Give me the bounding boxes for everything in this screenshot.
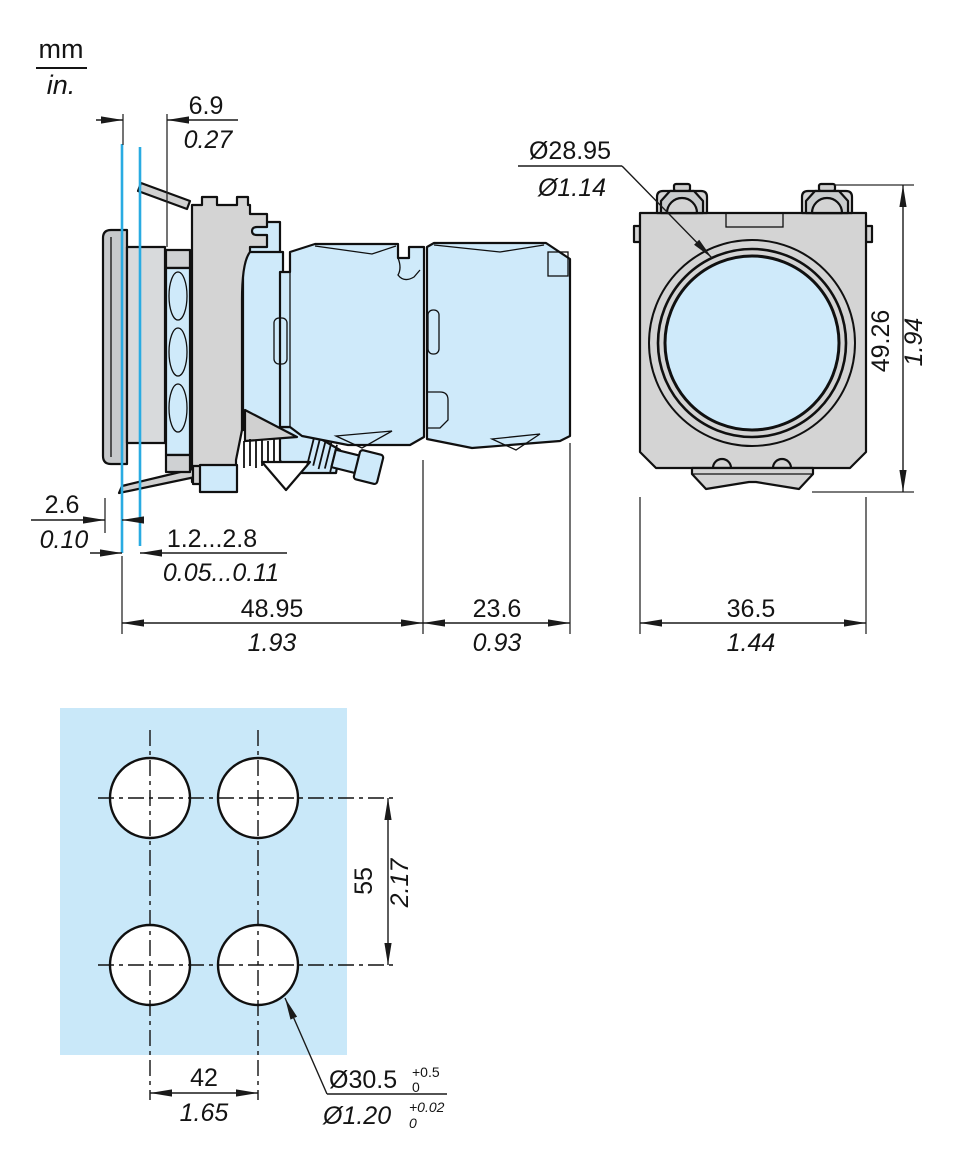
- dim-width-mm: 36.5: [727, 595, 776, 623]
- dim-protrusion: 6.9 0.27: [96, 92, 238, 247]
- block-bottom-notch: [333, 430, 393, 449]
- bottom-bump: [771, 457, 793, 470]
- latch-bottom: [164, 453, 192, 474]
- bottom-clip: [690, 466, 815, 491]
- block2-step: [427, 391, 449, 429]
- spring-coil: [168, 271, 188, 321]
- screw-spring: [306, 438, 338, 473]
- bezel-outer-ring: [648, 239, 856, 447]
- dim-clearance-mm: 2.6: [45, 491, 80, 519]
- dim-height-mm: 49.26: [867, 310, 895, 373]
- dim-protrusion-mm: 6.9: [189, 92, 224, 120]
- dimension-annotations: mm in. 6.9 0.27 Ø28.95 Ø1.14 49.26 1.94: [31, 34, 928, 1131]
- dim-panel-thickness: 1.2...2.8 0.05...0.11: [90, 525, 287, 587]
- retaining-clip-top-arm: [136, 181, 192, 211]
- block-top-seam: [314, 245, 397, 255]
- dim-protrusion-inch: 0.27: [184, 126, 234, 154]
- dim-hole-inch-tol-upper: +0.02: [409, 1099, 445, 1115]
- dim-pitch-horizontal: 42 1.65: [150, 1064, 258, 1127]
- dim-pitch-vertical-mm: 55: [350, 867, 378, 895]
- dim-depth-main: 48.95 1.93: [121, 460, 424, 657]
- dim-height-inch: 1.94: [900, 318, 928, 367]
- mounting-plate: [190, 195, 269, 484]
- dim-bezel-diameter-inch: Ø1.14: [537, 174, 606, 202]
- block2-corner-notch: [547, 251, 569, 277]
- units-inch-label: in.: [47, 70, 76, 100]
- dim-hole-diameter: Ø30.5 +0.5 0 Ø1.20 +0.02 0: [284, 997, 447, 1131]
- dim-width-inch: 1.44: [727, 629, 776, 657]
- actuator-yoke: [241, 250, 285, 432]
- contact-block-rear: [425, 241, 572, 450]
- leader-line: [284, 997, 328, 1095]
- interlock-hook: [397, 257, 421, 281]
- dim-pitch-horizontal-inch: 1.65: [180, 1099, 229, 1127]
- contact-block-front: [278, 242, 426, 447]
- bezel-flange: [101, 228, 129, 466]
- dim-depth-rear-inch: 0.93: [473, 629, 522, 657]
- dim-hole-mm-tol-lower: 0: [412, 1079, 420, 1095]
- dim-depth-main-inch: 1.93: [248, 629, 297, 657]
- side-view-drawing: [101, 144, 572, 553]
- button-face: [663, 254, 841, 432]
- leader-line: [621, 165, 713, 259]
- clamp-wedge: [243, 408, 299, 443]
- bottom-bump: [711, 457, 733, 470]
- dim-width: 36.5 1.44: [639, 497, 867, 657]
- panel-cutout-drawing: [60, 708, 395, 1100]
- dim-bezel-diameter-mm: Ø28.95: [529, 137, 611, 165]
- panel-lines: [120, 144, 142, 553]
- fixing-clip: [655, 182, 709, 215]
- top-plateau: [725, 212, 784, 228]
- block2-top-seam: [433, 244, 545, 253]
- units-legend: mm in.: [36, 34, 87, 100]
- latch-top: [164, 248, 192, 270]
- dim-pitch-horizontal-mm: 42: [190, 1064, 218, 1092]
- front-view-drawing: [632, 182, 874, 491]
- block-side-pill: [273, 317, 288, 365]
- screw-dome: [665, 196, 699, 215]
- dim-depth-rear-mm: 23.6: [473, 595, 522, 623]
- spring-coil: [168, 327, 188, 377]
- dim-height: 49.26 1.94: [812, 184, 928, 493]
- dim-panel-thickness-mm: 1.2...2.8: [167, 525, 257, 553]
- dim-depth-main-mm: 48.95: [241, 595, 304, 623]
- units-mm-label: mm: [39, 34, 84, 64]
- dim-hole-mm-tol-upper: +0.5: [412, 1064, 440, 1080]
- plate-lower-tab: [198, 463, 239, 494]
- dim-pitch-vertical-inch: 2.17: [386, 858, 414, 909]
- bezel-collar: [125, 245, 167, 445]
- dim-hole-inch: Ø1.20: [322, 1102, 391, 1130]
- dim-depth-rear: 23.6 0.93: [423, 443, 571, 657]
- dim-hole-mm: Ø30.5: [329, 1066, 397, 1094]
- dim-hole-inch-tol-lower: 0: [409, 1115, 417, 1131]
- dim-bezel-diameter: Ø28.95 Ø1.14: [518, 137, 713, 259]
- clamp-spring-coils: [243, 439, 275, 468]
- fixing-clip-right: [800, 182, 854, 215]
- dim-pitch-vertical: 55 2.17: [350, 798, 414, 965]
- bezel-inner-ring: [656, 247, 848, 439]
- spring-coil: [168, 383, 188, 433]
- dim-clearance-inch: 0.10: [40, 526, 89, 554]
- block2-bottom-notch: [489, 433, 541, 451]
- dim-panel-thickness-inch: 0.05...0.11: [163, 559, 279, 587]
- block2-side-pill: [427, 309, 440, 355]
- clamp-vee: [260, 460, 312, 492]
- terminal-screw: [306, 438, 385, 486]
- cutout-panel: [60, 708, 347, 1055]
- screw-head: [352, 449, 385, 486]
- dim-clearance: 2.6 0.10: [31, 491, 144, 554]
